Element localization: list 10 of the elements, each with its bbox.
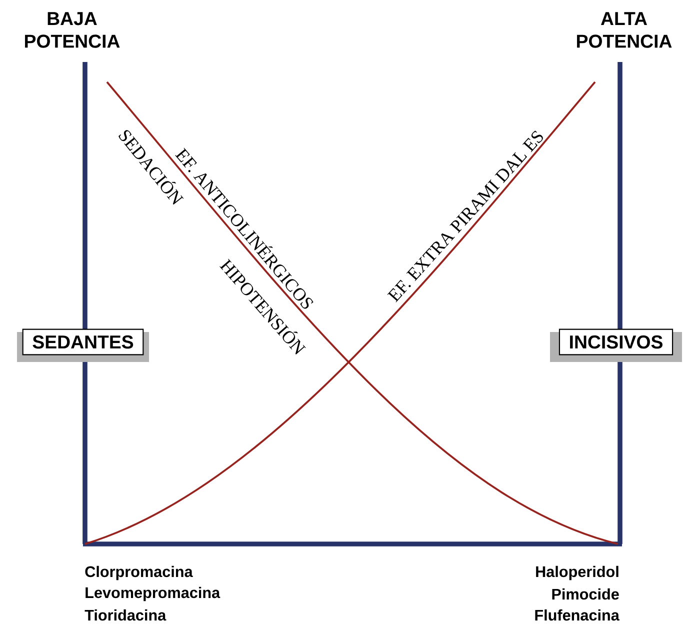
drug-name: Levomepromacina <box>86 586 220 602</box>
axis-heading: ALTA POTENCIA <box>577 12 672 48</box>
drug-name: Haloperidol <box>536 566 618 580</box>
axis-heading: BAJA POTENCIA <box>25 12 120 48</box>
category-box: INCISIVOS <box>550 328 682 362</box>
category-box: SEDANTES <box>17 328 149 362</box>
drug-name: Clorpromacina <box>85 566 193 580</box>
drug-name: Pimocide <box>552 588 619 600</box>
drug-name: Tioridacina <box>84 609 166 621</box>
drug-name: Flufenacina <box>535 609 620 621</box>
